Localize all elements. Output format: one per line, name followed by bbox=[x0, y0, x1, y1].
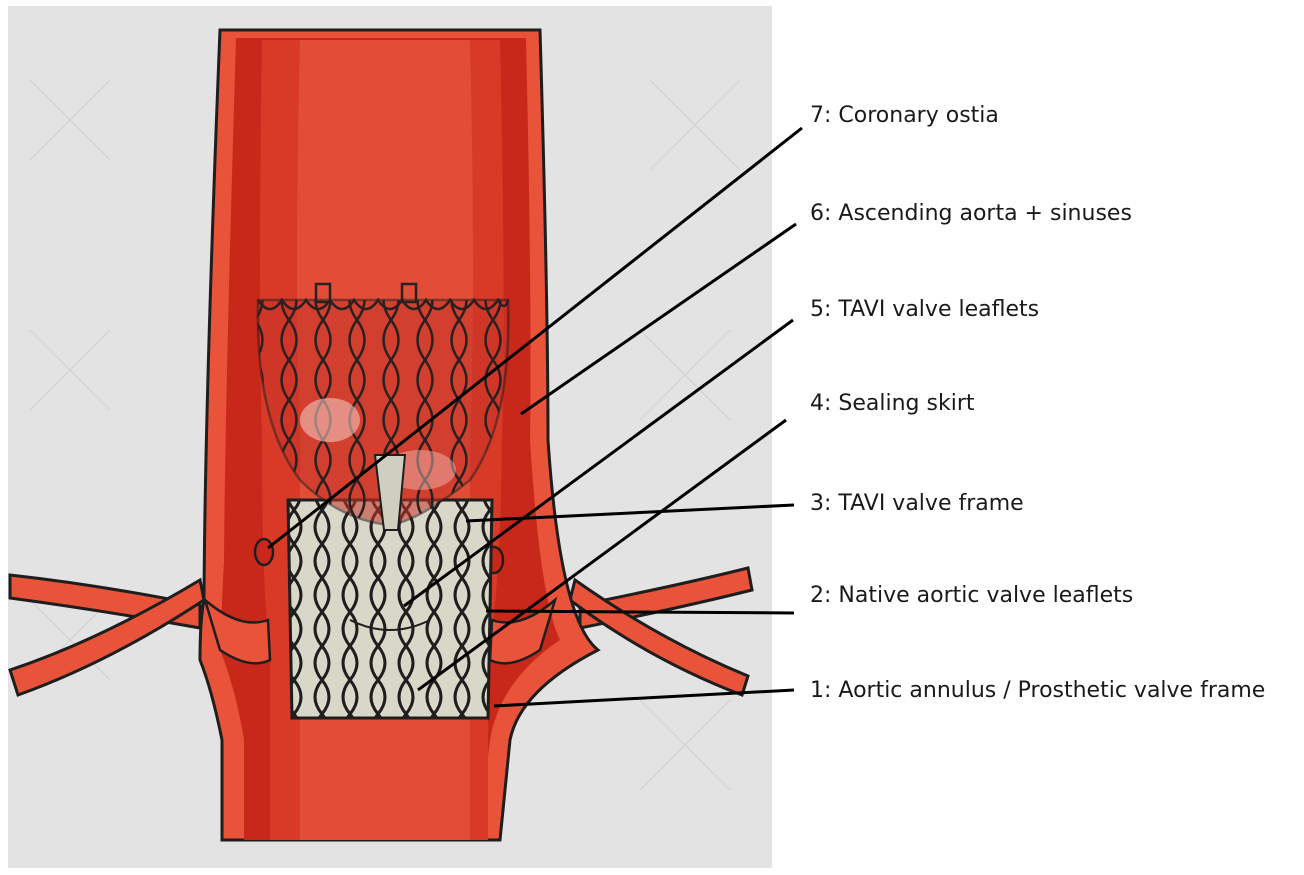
label-4-sealing-skirt: 4: Sealing skirt bbox=[810, 391, 975, 416]
valve-lower-frame bbox=[288, 500, 492, 718]
leader-line-2 bbox=[486, 611, 794, 613]
label-5-tavi-leaflets: 5: TAVI valve leaflets bbox=[810, 297, 1039, 322]
label-3-tavi-frame: 3: TAVI valve frame bbox=[810, 491, 1024, 516]
left-coronary-ostium bbox=[255, 539, 273, 565]
label-2-native-leaflets: 2: Native aortic valve leaflets bbox=[810, 583, 1133, 608]
label-1-aortic-annulus: 1: Aortic annulus / Prosthetic valve fra… bbox=[810, 678, 1265, 703]
label-7-coronary-ostia: 7: Coronary ostia bbox=[810, 103, 999, 128]
label-6-ascending-aorta: 6: Ascending aorta + sinuses bbox=[810, 201, 1132, 226]
